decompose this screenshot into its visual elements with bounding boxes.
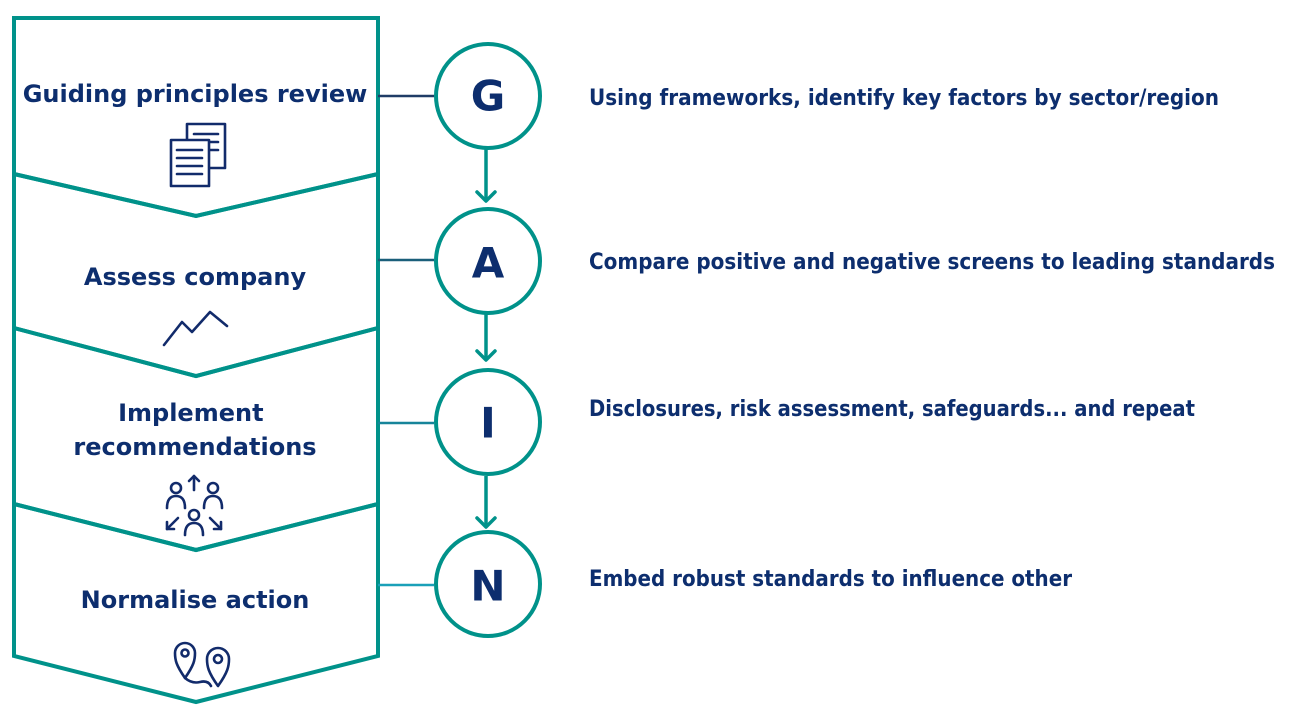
step-label-2: Assess company (84, 263, 307, 291)
description-g: Using frameworks, identify key factors b… (589, 86, 1219, 111)
chevron-step-4 (12, 501, 380, 705)
arrow-g-to-a (475, 149, 497, 203)
circle-a (434, 207, 542, 315)
step-label-3: Implement recommendations (73, 399, 316, 461)
circle-g (434, 42, 542, 150)
circle-i (434, 368, 542, 476)
arrow-i-to-n (475, 476, 497, 529)
description-i: Disclosures, risk assessment, safeguards… (589, 397, 1195, 422)
people-network-icon (165, 474, 224, 537)
description-n: Embed robust standards to influence othe… (589, 567, 1072, 592)
arrow-a-to-i (475, 313, 497, 362)
circle-n (434, 530, 542, 638)
trend-line-icon (162, 310, 229, 347)
letter-a: A (472, 239, 505, 288)
letter-i: I (480, 399, 496, 448)
documents-icon (169, 122, 227, 188)
map-pins-icon (173, 641, 231, 688)
step-label-4: Normalise action (81, 586, 310, 614)
step-label-1: Guiding principles review (23, 80, 368, 108)
description-a: Compare positive and negative screens to… (589, 250, 1275, 275)
letter-g: G (471, 72, 505, 121)
letter-n: N (470, 562, 505, 611)
